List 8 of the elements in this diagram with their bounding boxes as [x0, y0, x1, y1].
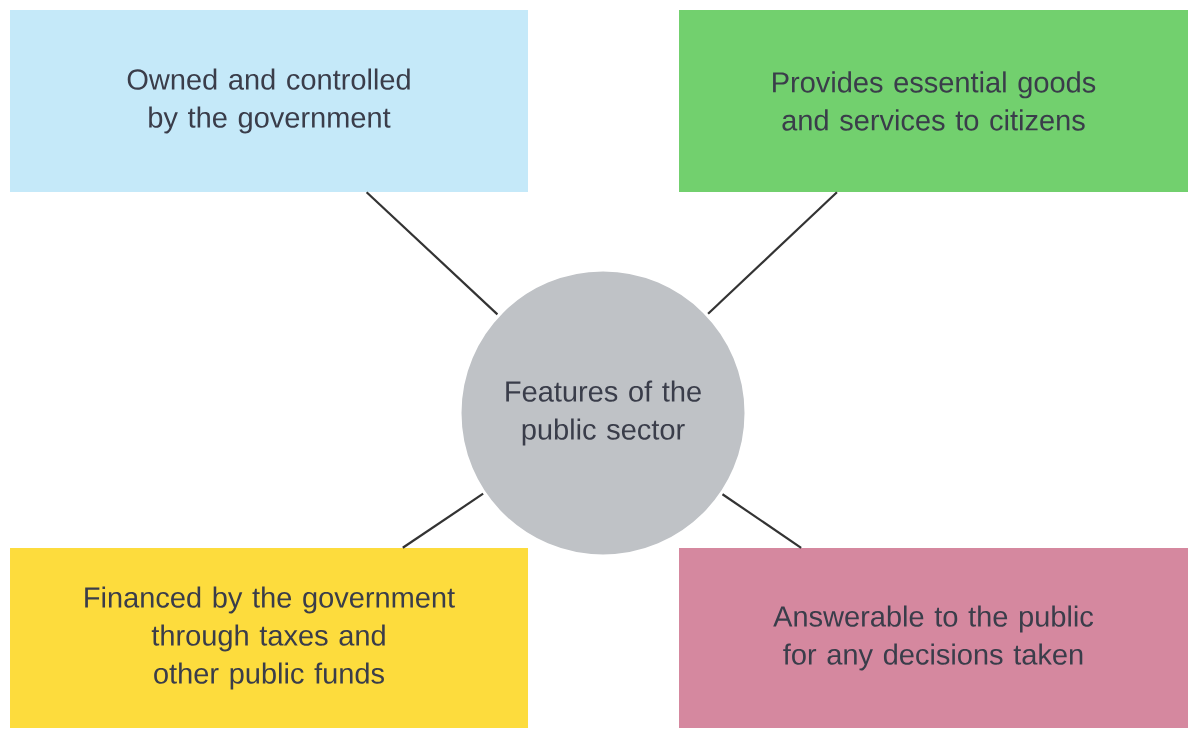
connector-line	[721, 493, 802, 549]
connector-line	[402, 492, 484, 549]
feature-box: Provides essential goods and services to citizens	[679, 10, 1188, 192]
feature-box: Owned and controlled by the government	[10, 10, 528, 192]
connector-line	[365, 191, 499, 316]
feature-box: Answerable to the public for any decisions taken	[679, 548, 1188, 728]
feature-box: Financed by the government through taxes and other public funds	[10, 548, 528, 728]
connector-line	[707, 191, 838, 315]
